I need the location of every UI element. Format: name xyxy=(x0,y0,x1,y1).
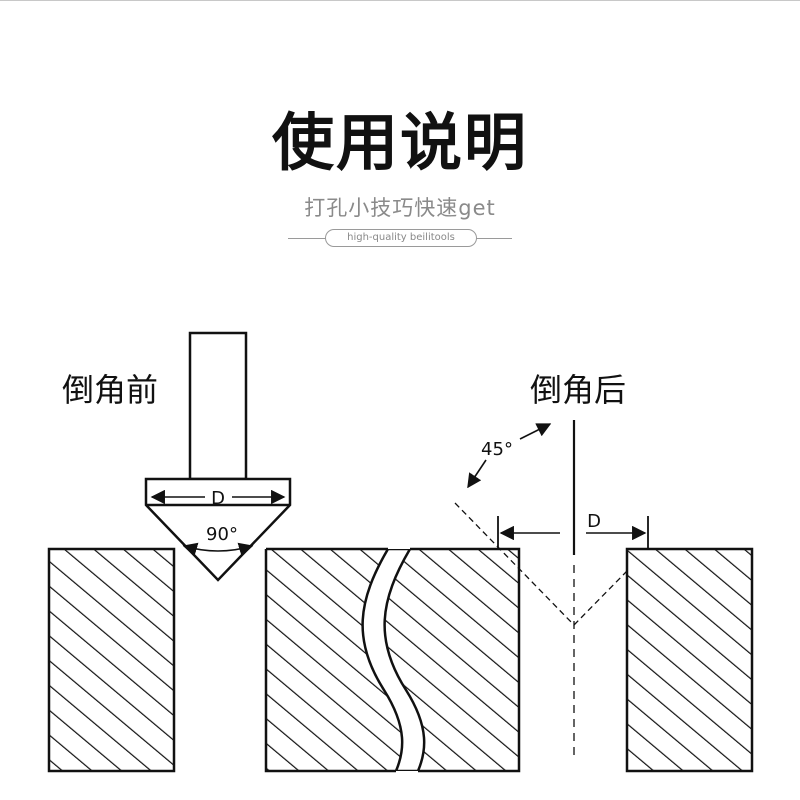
after-angle-label: 45° xyxy=(481,439,513,460)
angle-45-arrow-up xyxy=(519,423,552,440)
angle-45-arrow-down xyxy=(467,459,487,489)
chamfer-profile: D 45° xyxy=(454,420,649,755)
tagline-text: high-quality beilitools xyxy=(325,229,477,247)
before-angle-label: 90° xyxy=(206,524,238,545)
break-line xyxy=(361,549,426,771)
after-chamfer-label: 倒角后 xyxy=(530,371,627,409)
top-divider xyxy=(0,0,800,1)
workpiece-right-block xyxy=(625,547,754,773)
tagline-badge: high-quality beilitools xyxy=(288,229,512,247)
page-title: 使用说明 xyxy=(271,106,528,179)
after-diameter-label: D xyxy=(587,511,601,532)
page-subtitle: 打孔小技巧快速get xyxy=(304,196,496,220)
chamfer-edge-left xyxy=(454,502,575,626)
workpiece-middle-block xyxy=(264,547,521,773)
before-diameter-label: D xyxy=(211,488,225,509)
angle-90-arc xyxy=(182,542,254,557)
workpiece-left-block xyxy=(47,547,176,773)
drill-shank xyxy=(188,331,248,481)
tagline-left-rule xyxy=(288,238,328,239)
chamfer-edge-right xyxy=(573,570,628,626)
tagline-right-rule xyxy=(472,238,512,239)
before-chamfer-label: 倒角前 xyxy=(62,371,159,409)
countersink-drill-bit: D 90° xyxy=(144,331,292,582)
